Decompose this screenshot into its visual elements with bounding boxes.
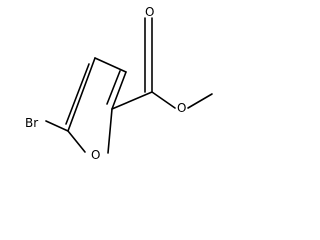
- molecule-diagram: Br O O O: [25, 5, 213, 162]
- bond-c5-o1: [67, 130, 86, 153]
- ester-oxygen-label: O: [177, 101, 186, 115]
- bond-c2-c3-double: [106, 70, 121, 105]
- bond-c4-c5-double: [65, 63, 90, 125]
- bond-c5-br: [45, 120, 69, 132]
- bond-c2-carbonyl: [111, 91, 153, 110]
- bond-ester-o-methyl: [187, 93, 213, 109]
- bond-carbonyl-ester-o: [151, 91, 176, 109]
- bond-c2-c3: [111, 71, 127, 110]
- ring-oxygen-label: O: [91, 148, 100, 162]
- bond-c3-c4: [94, 57, 127, 73]
- bromine-label: Br: [25, 116, 38, 130]
- chemical-structure-canvas: Br O O O: [25, 5, 213, 162]
- bond-o1-c2: [107, 108, 113, 154]
- carbonyl-oxygen-label: O: [145, 5, 154, 19]
- bond-c4-c5: [67, 57, 96, 132]
